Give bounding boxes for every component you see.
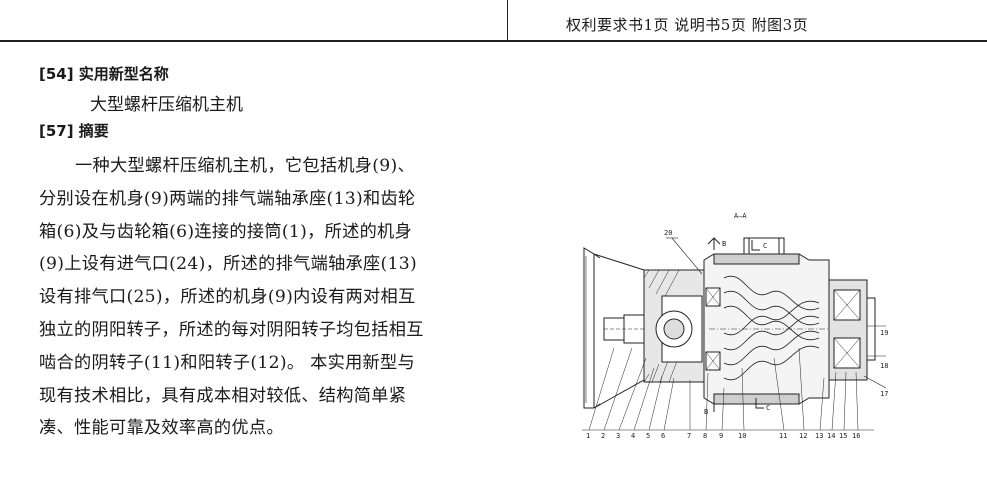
callout-1: 1: [586, 432, 590, 440]
section-marker-c-bottom: C: [766, 404, 770, 412]
callout-14: 14: [827, 432, 835, 440]
callout-7: 7: [687, 432, 691, 440]
callout-3: 3: [616, 432, 620, 440]
callout-18: 18: [880, 362, 888, 370]
callout-10: 10: [738, 432, 746, 440]
abstract-body: 一种大型螺杆压缩机主机，它包括机身(9)、 分别设在机身(9)两端的排气端轴承座…: [39, 150, 501, 445]
callout-12: 12: [799, 432, 807, 440]
callout-9: 9: [719, 432, 723, 440]
callout-15: 15: [839, 432, 847, 440]
callout-20: 20: [664, 229, 672, 237]
utility-model-name: 大型螺杆压缩机主机: [90, 95, 243, 115]
abstract-line: 啮合的阴转子(11)和阳转子(12)。 本实用新型与: [39, 352, 416, 373]
callout-5: 5: [646, 432, 650, 440]
compressor-section-drawing: A—A: [582, 212, 888, 440]
abstract-line: 箱(6)及与齿轮箱(6)连接的接筒(1)，所述的机身: [39, 221, 413, 242]
abstract-line: (9)上设有进气口(24)，所述的排气端轴承座(13): [39, 254, 418, 275]
callout-8: 8: [703, 432, 707, 440]
callout-2: 2: [601, 432, 605, 440]
abstract-line: 设有排气口(25)，所述的机身(9)内设有两对相互: [39, 287, 416, 308]
callout-19: 19: [880, 329, 888, 337]
callout-11: 11: [779, 432, 787, 440]
header-divider: [0, 40, 987, 42]
abstract-line: 现有技术相比，具有成本相对较低、结构简单紧: [39, 385, 407, 406]
section-marker-b-top: B: [722, 240, 726, 248]
callout-16: 16: [852, 432, 860, 440]
abstract-heading: [57] 摘要: [39, 122, 109, 140]
header-divider-vertical: [507, 0, 508, 40]
section-marker-b-bottom: B: [704, 408, 708, 416]
abstract-line: 分别设在机身(9)两端的排气端轴承座(13)和齿轮: [39, 188, 416, 209]
callout-6: 6: [661, 432, 665, 440]
callout-4: 4: [631, 432, 635, 440]
callout-13: 13: [815, 432, 823, 440]
name-heading: [54] 实用新型名称: [39, 65, 169, 83]
abstract-line: 独立的阴阳转子，所述的每对阴阳转子均包括相互: [39, 319, 424, 340]
section-marker-c-top: C: [763, 242, 767, 250]
abstract-line: 凑、性能可靠及效率高的优点。: [39, 418, 284, 439]
callout-17: 17: [880, 390, 888, 398]
section-title: A—A: [734, 212, 747, 220]
header-page-info: 权利要求书1页 说明书5页 附图3页: [566, 16, 809, 34]
abstract-line: 一种大型螺杆压缩机主机，它包括机身(9)、: [75, 156, 416, 176]
